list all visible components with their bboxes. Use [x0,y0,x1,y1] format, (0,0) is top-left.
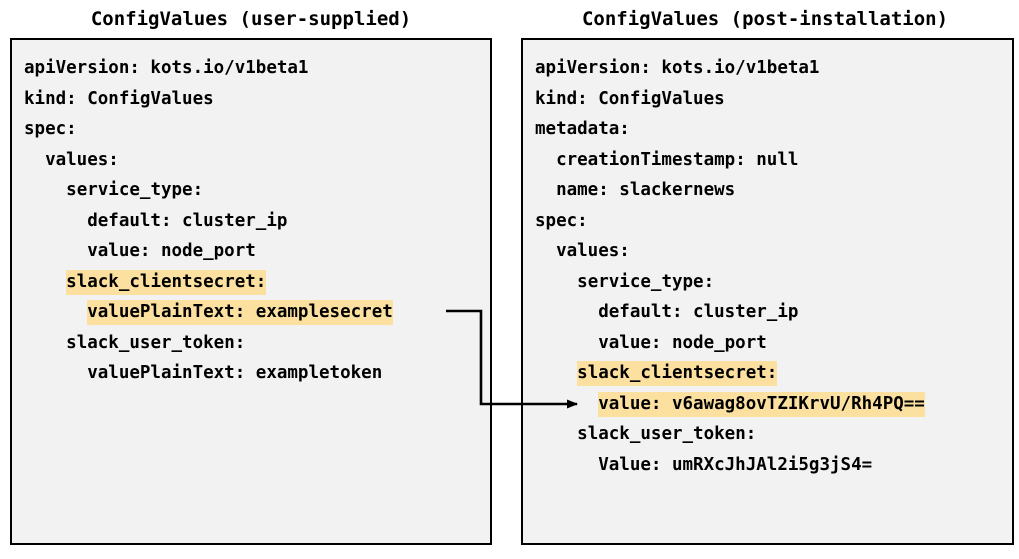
code-text: default: cluster_ip [598,302,799,322]
code-text: values: [556,241,630,261]
code-text: service_type: [577,271,715,292]
code-text: apiVersion: kots.io/v1beta1 [535,58,820,78]
code-indent [535,363,577,383]
code-indent [24,363,87,383]
code-text-highlighted: value: v6awag8ovTZIKrvU/Rh4PQ== [598,391,925,417]
config-values-post-installation-panel: ConfigValues (post-installation) apiVers… [511,0,1019,559]
code-line: valuePlainText: exampletoken [24,358,490,389]
code-text: Value: umRXcJhJAl2i5g3jS4= [598,454,873,475]
code-text-highlighted: slack_clientsecret: [577,361,778,386]
code-line: apiVersion: kots.io/v1beta1 [24,53,490,84]
code-text: value: node_port [87,241,256,261]
code-text: name: slackernews [556,180,736,200]
panel-title-post-installation: ConfigValues (post-installation) [581,8,949,30]
code-text: metadata: [535,119,630,139]
code-text: value: node_port [598,332,767,353]
code-line: kind: ConfigValues [24,84,490,115]
code-text: spec: [535,210,588,231]
code-text: kind: ConfigValues [24,88,214,109]
code-indent [535,302,598,322]
code-indent [535,272,577,292]
code-indent [535,150,556,170]
code-text: service_type: [66,180,204,200]
code-indent [24,150,45,170]
code-line: valuePlainText: examplesecret [24,297,490,328]
code-indent [24,333,66,353]
code-line: Value: umRXcJhJAl2i5g3jS4= [535,450,1012,481]
code-text: creationTimestamp: null [556,149,799,170]
code-text: spec: [24,119,77,139]
code-line: service_type: [24,175,490,206]
code-line: name: slackernews [535,175,1012,206]
code-line: slack_clientsecret: [24,267,490,298]
code-line: default: cluster_ip [535,297,1012,328]
code-line: slack_user_token: [535,419,1012,450]
code-text: default: cluster_ip [87,210,288,231]
code-line: spec: [535,206,1012,237]
code-line: creationTimestamp: null [535,145,1012,176]
code-line: value: node_port [24,236,490,267]
code-indent [535,455,598,475]
code-block-user-supplied: apiVersion: kots.io/v1beta1 kind: ConfigV… [10,38,492,545]
panel-title-user-supplied: ConfigValues (user-supplied) [90,8,412,30]
code-block-post-installation: apiVersion: kots.io/v1beta1 kind: ConfigV… [521,38,1014,545]
code-line: metadata: [535,114,1012,145]
code-line: values: [24,145,490,176]
code-line: service_type: [535,267,1012,298]
code-text: values: [45,149,119,170]
code-indent [535,333,598,353]
code-line: spec: [24,114,490,145]
code-line: kind: ConfigValues [535,84,1012,115]
config-values-user-supplied-panel: ConfigValues (user-supplied) apiVersion:… [0,0,502,559]
code-text-highlighted: slack_clientsecret: [66,269,267,295]
code-indent [24,272,66,292]
code-indent [535,394,598,414]
code-lines-user-supplied: apiVersion: kots.io/v1beta1 kind: ConfigV… [24,53,490,389]
code-indent [24,241,87,261]
code-indent [535,241,556,261]
code-text: valuePlainText: exampletoken [87,363,383,383]
code-text: slack_user_token: [577,424,757,444]
code-line: apiVersion: kots.io/v1beta1 [535,53,1012,84]
code-text: slack_user_token: [66,332,246,353]
code-indent [535,180,556,200]
code-line: value: v6awag8ovTZIKrvU/Rh4PQ== [535,389,1012,420]
code-line: value: node_port [535,328,1012,359]
code-line: slack_user_token: [24,328,490,359]
code-line: values: [535,236,1012,267]
code-text: kind: ConfigValues [535,88,725,109]
code-text-highlighted: valuePlainText: examplesecret [87,300,393,325]
code-indent [24,180,66,200]
code-text: apiVersion: kots.io/v1beta1 [24,58,309,78]
code-lines-post-installation: apiVersion: kots.io/v1beta1 kind: ConfigV… [535,53,1012,480]
code-indent [24,302,87,322]
code-indent [535,424,577,444]
code-line: default: cluster_ip [24,206,490,237]
code-indent [24,211,87,231]
code-line: slack_clientsecret: [535,358,1012,389]
